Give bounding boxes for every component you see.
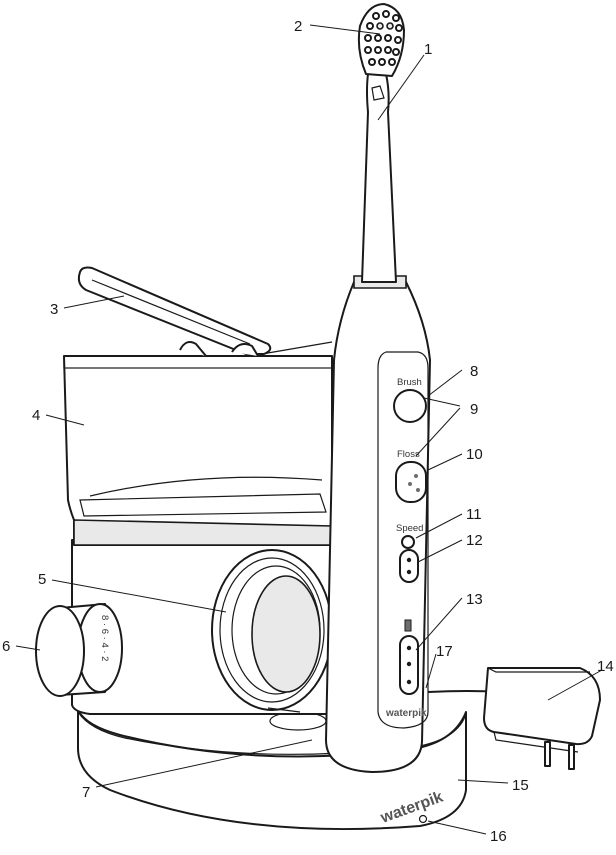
handle-logo: waterpik [385, 708, 427, 719]
callout-9: 9 [470, 401, 478, 418]
callout-4: 4 [32, 407, 40, 424]
toothbrush-handle: Brush Floss Speed waterpik [325, 275, 431, 773]
mode-led-2 [406, 661, 412, 667]
reservoir [63, 355, 333, 546]
speed-button[interactable] [401, 535, 415, 549]
callout-numbers: 2 1 3 4 5 6 7 8 9 10 11 12 13 17 14 15 1… [2, 18, 614, 845]
callout-7: 7 [82, 784, 90, 801]
brush-button[interactable] [393, 389, 427, 423]
base: waterpik [77, 709, 467, 831]
battery-icon [404, 619, 412, 632]
charger-prong-left [544, 741, 551, 767]
floss-indicator-1 [414, 474, 418, 478]
floss-button[interactable] [395, 461, 427, 503]
callout-15: 15 [512, 777, 529, 794]
speed-label: Speed [396, 523, 423, 534]
speed-indicator-panel [399, 549, 419, 583]
charger-prong-right [568, 744, 575, 770]
floss-indicator-3 [416, 488, 420, 492]
mode-led-1 [406, 645, 412, 651]
floss-indicator-2 [408, 482, 412, 486]
callout-5: 5 [38, 571, 46, 588]
callout-1: 1 [424, 41, 432, 58]
brush-head [357, 3, 405, 283]
dial-marks: 8 · 6 · 4 · 2 [99, 615, 110, 661]
callout-6: 6 [2, 638, 10, 655]
callout-8: 8 [470, 363, 478, 380]
base-indicator-light [418, 814, 428, 824]
floss-label: Floss [397, 449, 420, 460]
callout-17: 17 [436, 643, 453, 660]
brush-label: Brush [397, 377, 422, 388]
callout-13: 13 [466, 591, 483, 608]
bristles [364, 10, 403, 66]
pressure-dial: 8 · 6 · 4 · 2 [35, 603, 123, 697]
callout-3: 3 [50, 301, 58, 318]
mode-led-3 [406, 679, 412, 685]
reservoir-lid [77, 266, 333, 357]
callout-2: 2 [294, 18, 302, 35]
callout-14: 14 [597, 658, 614, 675]
speed-led-2 [406, 569, 412, 575]
callout-16: 16 [490, 828, 507, 845]
leader-lines [15, 24, 603, 835]
flosser-body [71, 539, 333, 715]
callout-11: 11 [466, 506, 482, 523]
speed-led-1 [406, 557, 412, 563]
callout-12: 12 [466, 532, 483, 549]
callout-10: 10 [466, 446, 483, 463]
